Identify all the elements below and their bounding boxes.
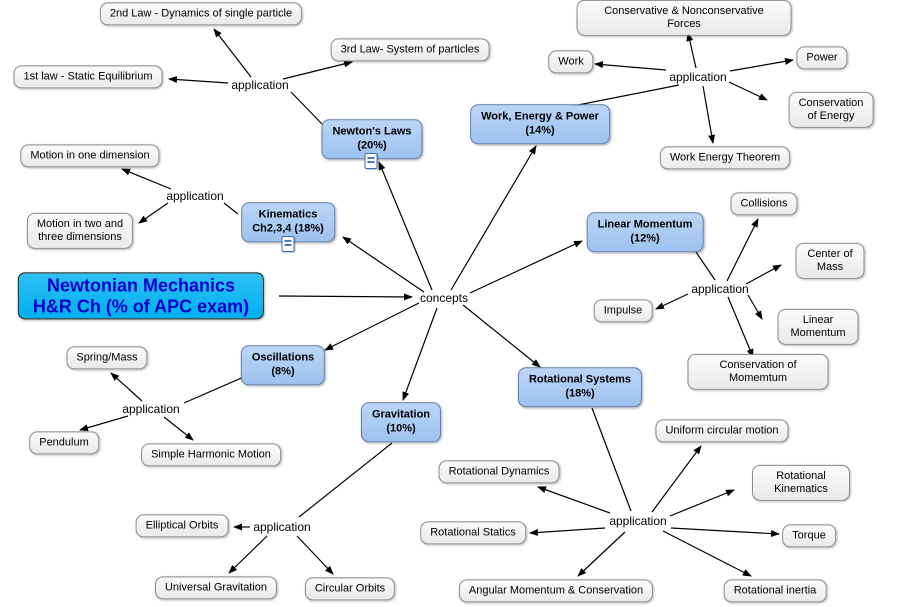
topic-work-energy-power[interactable]: Work, Energy & Power (14%) bbox=[470, 104, 610, 144]
newtons-laws-resource-icon[interactable] bbox=[364, 153, 378, 169]
application-label-rotational: application bbox=[609, 514, 667, 528]
connector-line bbox=[342, 236, 425, 293]
leaf-work[interactable]: Work bbox=[548, 50, 594, 74]
connector-line bbox=[529, 527, 606, 536]
application-label-kinematics: application bbox=[166, 189, 224, 203]
leaf-rotational-inertia[interactable]: Rotational inertia bbox=[723, 579, 827, 603]
connector-line bbox=[138, 202, 169, 224]
connector-line bbox=[726, 218, 759, 282]
topic-oscillations[interactable]: Oscillations (8%) bbox=[240, 345, 326, 385]
connector-line bbox=[594, 61, 667, 71]
connector-line bbox=[121, 168, 172, 190]
connector-line bbox=[298, 442, 393, 518]
connector-line bbox=[670, 527, 780, 538]
leaf-circular-orbits[interactable]: Circular Orbits bbox=[304, 577, 396, 601]
leaf-spring-mass[interactable]: Spring/Mass bbox=[66, 346, 148, 370]
connector-line bbox=[729, 57, 794, 72]
leaf-pendulum[interactable]: Pendulum bbox=[29, 431, 99, 455]
leaf-work-energy-theorem[interactable]: Work Energy Theorem bbox=[659, 146, 791, 170]
connector-line bbox=[577, 531, 626, 577]
leaf-simple-harmonic-motion[interactable]: Simple Harmonic Motion bbox=[141, 443, 281, 467]
connector-line bbox=[183, 375, 247, 404]
leaf-uniform-circular-motion[interactable]: Uniform circular motion bbox=[655, 419, 789, 443]
connector-line bbox=[727, 296, 754, 358]
leaf-2nd-law[interactable]: 2nd Law - Dynamics of single particle bbox=[99, 2, 303, 26]
concepts-label: concepts bbox=[419, 291, 469, 305]
leaf-1st-law[interactable]: 1st law - Static Equilibrium bbox=[13, 65, 163, 89]
kinematics-resource-icon[interactable] bbox=[281, 236, 295, 252]
connector-line bbox=[296, 535, 334, 575]
connector-line bbox=[168, 76, 229, 84]
leaf-power[interactable]: Power bbox=[796, 46, 848, 70]
leaf-elliptical-orbits[interactable]: Elliptical Orbits bbox=[135, 514, 229, 538]
connector-line bbox=[695, 251, 716, 281]
connector-line bbox=[469, 240, 583, 294]
leaf-rotational-dynamics[interactable]: Rotational Dynamics bbox=[438, 460, 560, 484]
leaf-conservation-of-momentum[interactable]: Conservation of Momemtum bbox=[687, 353, 829, 391]
connector-line bbox=[462, 304, 541, 368]
connector-line bbox=[745, 264, 782, 285]
leaf-torque[interactable]: Torque bbox=[782, 524, 836, 548]
connector-line bbox=[702, 85, 716, 144]
connector-line bbox=[290, 91, 323, 125]
connector-line bbox=[163, 416, 194, 441]
application-label-newton: application bbox=[231, 78, 289, 92]
connector-line bbox=[79, 415, 129, 432]
topic-gravitation[interactable]: Gravitation (10%) bbox=[360, 402, 442, 442]
connector-line bbox=[110, 372, 143, 402]
application-label-momentum: application bbox=[691, 282, 749, 296]
leaf-rotational-kinematics[interactable]: Rotational Kinematics bbox=[752, 464, 850, 502]
connector-line bbox=[228, 535, 268, 574]
connector-line bbox=[223, 202, 239, 215]
connector-line bbox=[651, 445, 702, 513]
leaf-motion-two-three[interactable]: Motion in two and three dimensions bbox=[26, 212, 134, 250]
application-label-oscillations: application bbox=[122, 402, 180, 416]
connector-line bbox=[402, 307, 438, 401]
application-label-gravitation: application bbox=[253, 520, 311, 534]
leaf-angular-momentum[interactable]: Angular Momentum & Conservation bbox=[458, 579, 654, 603]
connector-line bbox=[572, 84, 680, 107]
connector-line bbox=[324, 302, 420, 351]
leaf-linear-momentum[interactable]: Linear Momentum bbox=[777, 308, 859, 346]
connector-line bbox=[378, 161, 433, 291]
leaf-conservation-of-energy[interactable]: Conservation of Energy bbox=[788, 91, 874, 129]
connector-line bbox=[282, 60, 353, 80]
leaf-3rd-law[interactable]: 3rd Law- System of particles bbox=[330, 38, 490, 62]
connector-line bbox=[728, 81, 768, 101]
leaf-rotational-statics[interactable]: Rotational Statics bbox=[420, 521, 526, 545]
connector-line bbox=[213, 28, 252, 78]
connector-line bbox=[669, 489, 735, 517]
leaf-universal-gravitation[interactable]: Universal Gravitation bbox=[154, 576, 278, 600]
connector-line bbox=[591, 407, 632, 512]
leaf-impulse[interactable]: Impulse bbox=[593, 299, 653, 323]
connector-line bbox=[537, 486, 611, 514]
leaf-motion-one-dimension[interactable]: Motion in one dimension bbox=[20, 144, 160, 168]
leaf-center-of-mass[interactable]: Center of Mass bbox=[795, 242, 865, 280]
connector-line bbox=[278, 293, 413, 301]
connector-line bbox=[662, 530, 752, 577]
application-label-work: application bbox=[669, 70, 727, 84]
connector-line bbox=[747, 294, 763, 320]
title-node[interactable]: Newtonian Mechanics H&R Ch (% of APC exa… bbox=[17, 272, 265, 320]
leaf-conservative-forces[interactable]: Conservative & Nonconservative Forces bbox=[576, 0, 792, 37]
connector-line bbox=[686, 32, 697, 69]
topic-rotational-systems[interactable]: Rotational Systems (18%) bbox=[517, 367, 643, 407]
topic-linear-momentum[interactable]: Linear Momentum (12%) bbox=[586, 212, 704, 252]
connector-line bbox=[655, 293, 689, 310]
connector-line bbox=[450, 145, 537, 291]
leaf-collisions[interactable]: Collisions bbox=[730, 192, 798, 216]
